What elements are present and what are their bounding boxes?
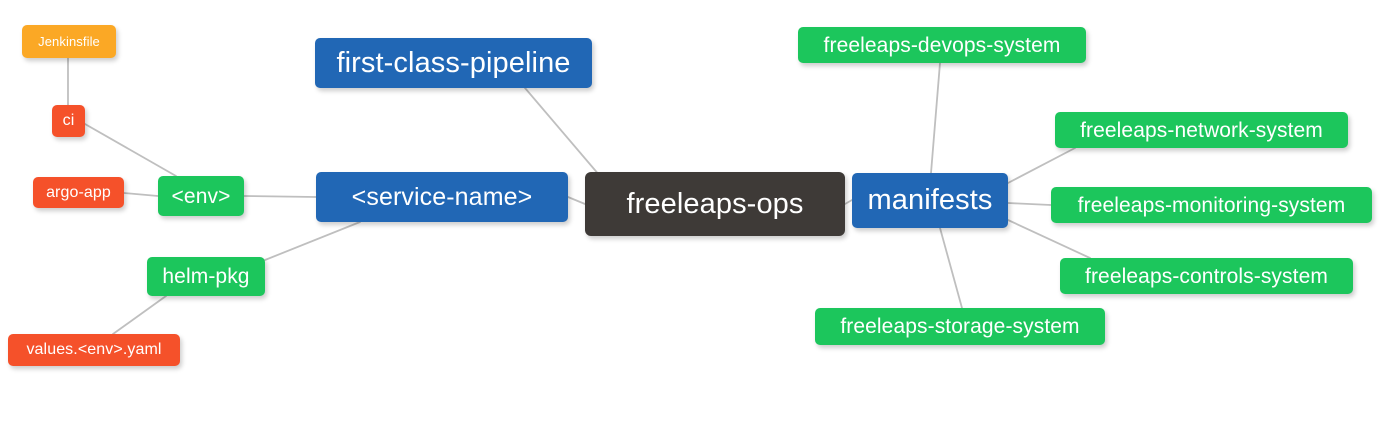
node-root[interactable]: freeleaps-ops [585, 172, 845, 236]
edge-manifests-to-network [1007, 147, 1076, 184]
node-service[interactable]: <service-name> [316, 172, 568, 222]
edge-helm-to-values [112, 295, 167, 335]
node-ci[interactable]: ci [52, 105, 85, 137]
edge-manifests-to-devops [930, 62, 941, 174]
node-network[interactable]: freeleaps-network-system [1055, 112, 1348, 148]
node-monitoring[interactable]: freeleaps-monitoring-system [1051, 187, 1372, 223]
node-manifests[interactable]: manifests [852, 173, 1008, 228]
node-argo[interactable]: argo-app [33, 177, 124, 208]
edge-service-to-env [243, 195, 317, 198]
edge-service-to-helm [264, 221, 361, 261]
node-controls[interactable]: freeleaps-controls-system [1060, 258, 1353, 294]
edge-manifests-to-storage [939, 227, 963, 309]
node-env[interactable]: <env> [158, 176, 244, 216]
node-pipeline[interactable]: first-class-pipeline [315, 38, 592, 88]
node-storage[interactable]: freeleaps-storage-system [815, 308, 1105, 345]
edge-root-to-pipeline [524, 87, 601, 177]
edge-root-to-service [567, 196, 586, 205]
edge-manifests-to-controls [1007, 219, 1091, 259]
node-jenkinsfile[interactable]: Jenkinsfile [22, 25, 116, 58]
edge-env-to-argo [123, 192, 159, 197]
edge-manifests-to-monitoring [1007, 202, 1052, 206]
node-values[interactable]: values.<env>.yaml [8, 334, 180, 366]
node-devops[interactable]: freeleaps-devops-system [798, 27, 1086, 63]
edge-root-to-manifests [844, 199, 853, 205]
node-helm[interactable]: helm-pkg [147, 257, 265, 296]
edge-env-to-ci [84, 123, 177, 177]
